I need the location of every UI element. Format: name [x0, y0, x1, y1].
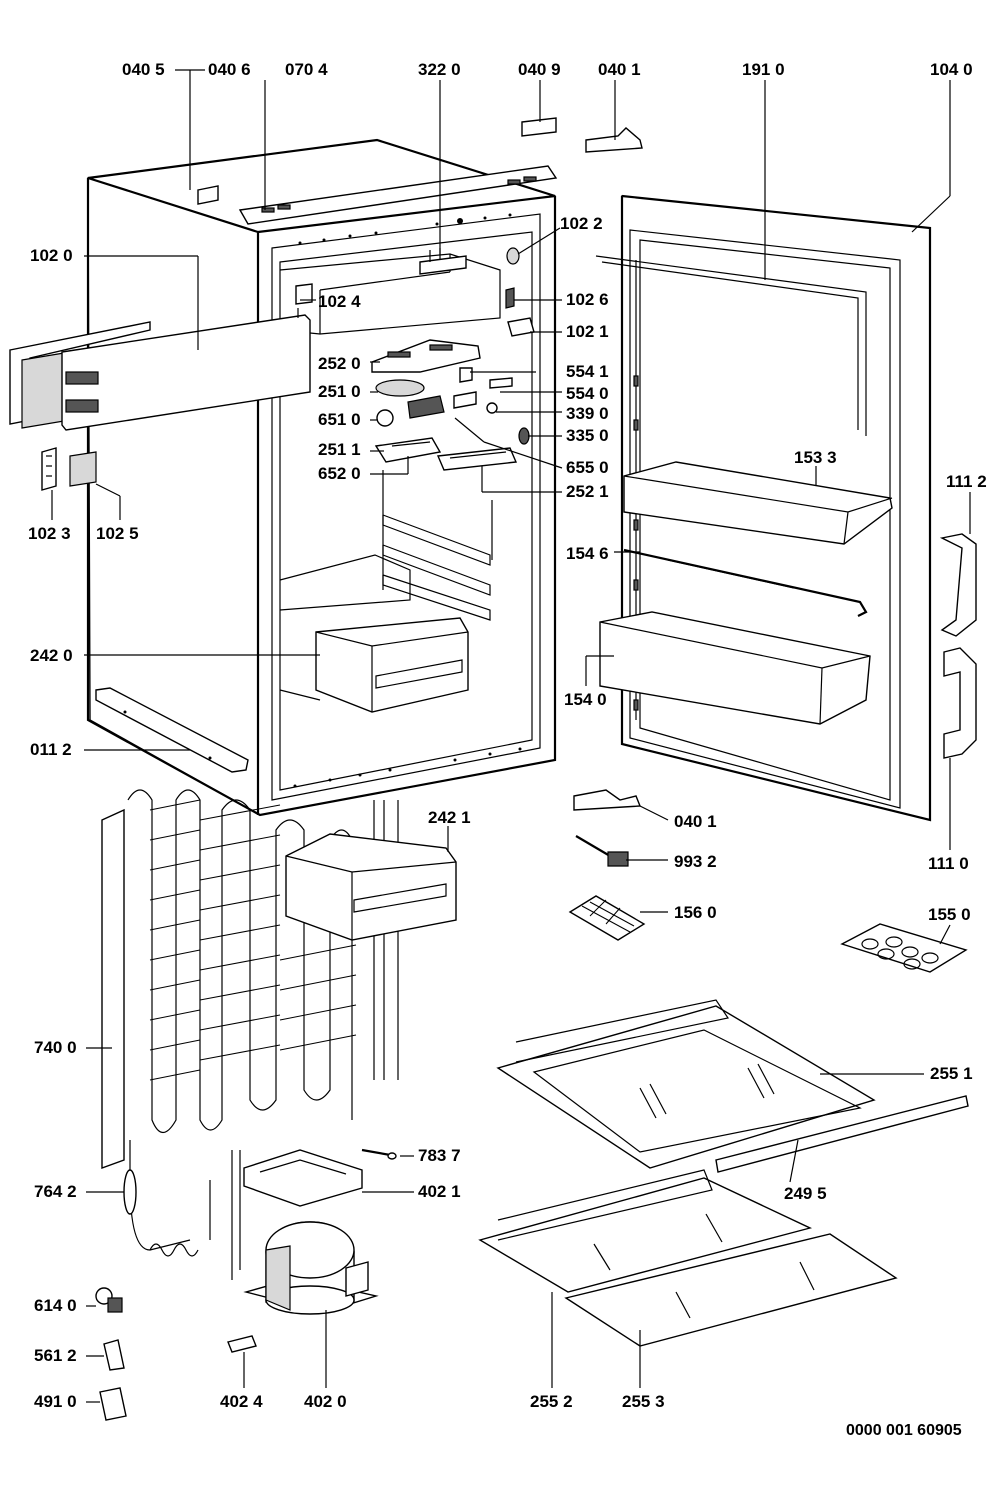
drawing-number: 0000 001 60905: [846, 1422, 962, 1439]
label-993-2: 993 2: [674, 852, 717, 871]
part-crisper-drawer: [315, 617, 469, 713]
part-compressor: [231, 1150, 379, 1315]
label-255-3: 255 3: [622, 1392, 665, 1411]
label-614-0: 614 0: [34, 1296, 77, 1315]
label-249-5: 249 5: [784, 1184, 827, 1203]
label-339-0: 339 0: [566, 404, 609, 423]
label-740-0: 740 0: [34, 1038, 77, 1057]
label-402-4: 402 4: [220, 1392, 263, 1411]
label-102-6: 102 6: [566, 290, 609, 309]
label-040-1-top: 040 1: [598, 60, 641, 79]
label-764-2: 764 2: [34, 1182, 77, 1201]
label-156-0: 156 0: [674, 903, 717, 922]
part-hinge-bracket: [41, 447, 97, 491]
label-251-0: 251 0: [318, 382, 361, 401]
label-040-1-mid: 040 1: [674, 812, 717, 831]
label-554-1: 554 1: [566, 362, 609, 381]
part-door-handles: [939, 533, 977, 759]
label-154-6: 154 6: [566, 544, 609, 563]
label-102-3: 102 3: [28, 524, 71, 543]
part-glass-shelves: [478, 999, 969, 1347]
label-402-0: 402 0: [304, 1392, 347, 1411]
label-102-5: 102 5: [96, 524, 139, 543]
label-154-0: 154 0: [564, 690, 607, 709]
label-252-1: 252 1: [566, 482, 609, 501]
label-255-2: 255 2: [530, 1392, 573, 1411]
part-pin: [361, 1148, 397, 1160]
label-102-0: 102 0: [30, 246, 73, 265]
label-111-0: 111 0: [928, 854, 969, 873]
label-655-0: 655 0: [566, 458, 609, 477]
part-top-clips: [197, 117, 643, 337]
label-155-0: 155 0: [928, 905, 971, 924]
label-153-3: 153 3: [794, 448, 837, 467]
label-242-0: 242 0: [30, 646, 73, 665]
leader-lines: [51, 69, 971, 1403]
label-491-0: 491 0: [34, 1392, 77, 1411]
label-040-6: 040 6: [208, 60, 251, 79]
label-104-0: 104 0: [930, 60, 973, 79]
label-783-7: 783 7: [418, 1146, 461, 1165]
label-251-1: 251 1: [318, 440, 361, 459]
label-652-0: 652 0: [318, 464, 361, 483]
label-242-1: 242 1: [428, 808, 471, 827]
label-111-2: 111 2: [946, 472, 987, 491]
label-011-2: 011 2: [30, 740, 72, 759]
part-lower-drawer: [285, 833, 457, 941]
label-554-0: 554 0: [566, 384, 609, 403]
label-651-0: 651 0: [318, 410, 361, 429]
part-thermostat-assembly: [371, 339, 530, 471]
part-compressor-holder: [243, 1149, 363, 1207]
label-322-0: 322 0: [418, 60, 461, 79]
door-assembly: [595, 194, 932, 822]
label-102-4: 102 4: [318, 292, 361, 311]
label-255-1: 255 1: [930, 1064, 973, 1083]
label-102-2: 102 2: [560, 214, 603, 233]
label-402-1: 402 1: [418, 1182, 461, 1201]
label-102-1: 102 1: [566, 322, 609, 341]
label-040-5: 040 5: [122, 60, 165, 79]
label-335-0: 335 0: [566, 426, 609, 445]
part-cover-plate: [9, 308, 311, 431]
label-252-0: 252 0: [318, 354, 361, 373]
label-191-0: 191 0: [742, 60, 785, 79]
label-561-2: 561 2: [34, 1346, 77, 1365]
part-accessories: [568, 789, 968, 973]
label-070-4: 070 4: [285, 60, 328, 79]
part-condenser: [101, 789, 399, 1257]
part-small-parts: [95, 1287, 257, 1421]
label-040-9: 040 9: [518, 60, 561, 79]
